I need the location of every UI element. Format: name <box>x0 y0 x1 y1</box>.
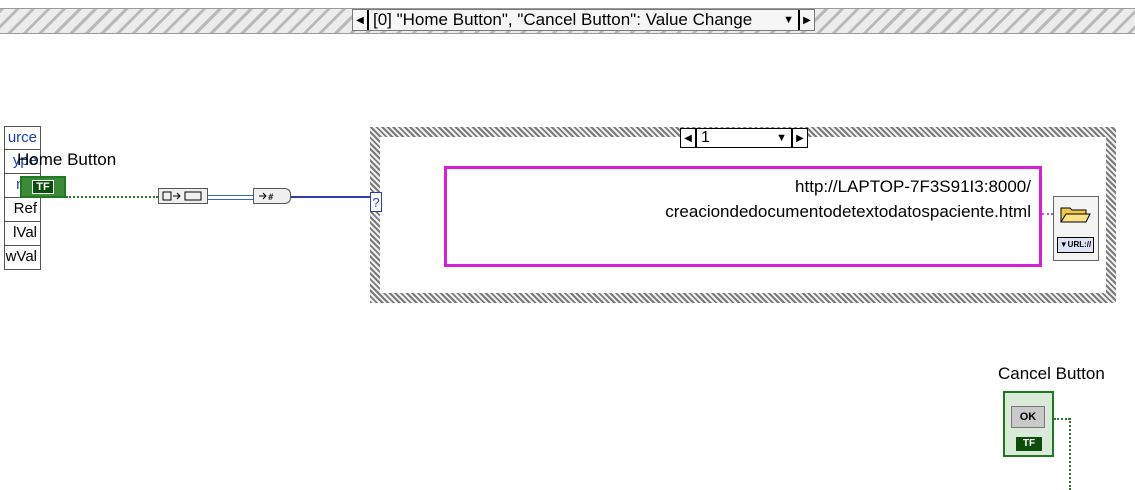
node-row-oldval[interactable]: lVal <box>4 222 41 246</box>
event-data-node[interactable]: urce ype me Ref lVal wVal <box>4 126 41 270</box>
dropdown-arrow-icon[interactable]: ▼ <box>783 14 794 26</box>
case-decrement-icon[interactable]: ◀ <box>681 129 697 147</box>
case-dropdown-icon[interactable]: ▼ <box>776 132 787 144</box>
node-row-ctlref[interactable]: Ref <box>4 198 41 222</box>
home-button-terminal[interactable]: TF <box>20 176 66 198</box>
cancel-button-label: Cancel Button <box>998 364 1105 383</box>
svg-text:#: # <box>268 193 274 202</box>
increment-arrow-icon[interactable]: ▶ <box>798 10 814 30</box>
tf-indicator: TF <box>1016 437 1042 451</box>
tf-indicator: TF <box>32 180 54 194</box>
node-row-type[interactable]: ype <box>4 150 41 174</box>
cancel-boolean-wire[interactable] <box>1054 418 1070 420</box>
case-selector-value: 1 <box>701 129 710 146</box>
string-wire[interactable] <box>1042 213 1053 215</box>
integer-wire[interactable] <box>208 195 253 200</box>
node-row-newval[interactable]: wVal <box>4 246 41 270</box>
decrement-arrow-icon[interactable]: ◀ <box>353 10 369 30</box>
to-enum-function[interactable]: # <box>253 188 291 204</box>
url-string-line-2: creaciondedocumentodetextodatospaciente.… <box>665 202 1031 221</box>
url-string-line-1: http://LAPTOP-7F3S91I3:8000/ <box>795 177 1031 196</box>
bool-to-int-icon <box>162 191 202 201</box>
enum-wire[interactable] <box>291 196 370 198</box>
ok-button-glyph[interactable]: OK <box>1011 406 1045 428</box>
url-tag: ▼URL:// <box>1057 237 1094 253</box>
event-case-label: [0] "Home Button", "Cancel Button": Valu… <box>373 10 753 29</box>
case-selector-terminal[interactable]: ? <box>370 192 382 212</box>
home-button-label: Home Button <box>17 150 117 169</box>
url-string-constant[interactable]: http://LAPTOP-7F3S91I3:8000/ creacionded… <box>444 166 1042 267</box>
case-increment-icon[interactable]: ▶ <box>791 129 807 147</box>
boolean-wire[interactable] <box>66 196 158 198</box>
case-selector[interactable]: ◀ 1 ▼ ▶ <box>680 128 808 148</box>
event-case-selector[interactable]: ◀ [0] "Home Button", "Cancel Button": Va… <box>352 9 815 31</box>
cancel-boolean-wire-vertical[interactable] <box>1069 418 1071 490</box>
bool-to-int-function[interactable] <box>158 188 208 204</box>
node-row-source[interactable]: urce <box>4 126 41 150</box>
folder-open-icon <box>1060 207 1091 223</box>
coerce-icon: # <box>259 192 274 202</box>
